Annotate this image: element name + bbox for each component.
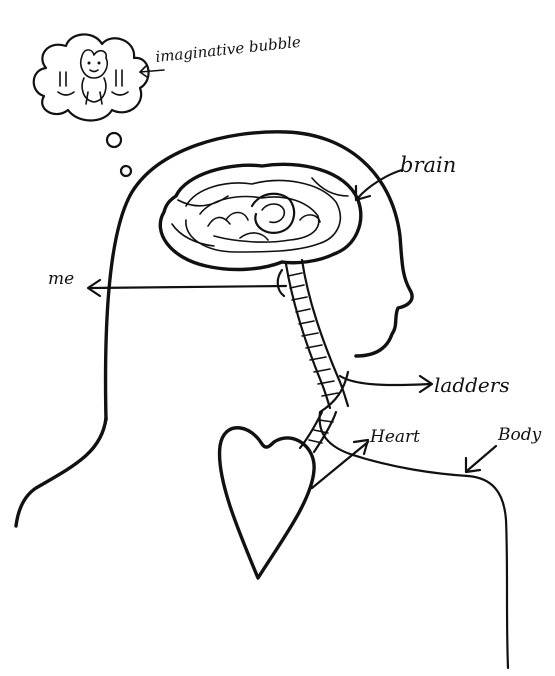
neck-back-outline [320, 372, 508, 668]
heart-label: Heart [369, 427, 420, 447]
ladder-icon [278, 260, 348, 452]
brain-label: brain [400, 153, 456, 177]
bubble-label: imaginative bubble [155, 33, 302, 66]
thought-bubble-icon [34, 34, 149, 176]
bubble-pointer-arrow [140, 66, 164, 77]
heart-arrow [312, 440, 368, 488]
brain-arrow [356, 170, 402, 200]
body-arrow [466, 446, 496, 472]
teddy-bear-icon [58, 50, 128, 104]
head-outline [106, 132, 413, 420]
me-arrow [88, 280, 286, 296]
ladders-arrow [340, 376, 432, 392]
neck-shoulder-outline [16, 418, 106, 526]
brain-icon [160, 164, 360, 269]
me-label: me [48, 269, 74, 289]
ladders-label: ladders [434, 373, 510, 397]
body-label: Body [497, 425, 542, 445]
heart-icon [220, 428, 315, 578]
